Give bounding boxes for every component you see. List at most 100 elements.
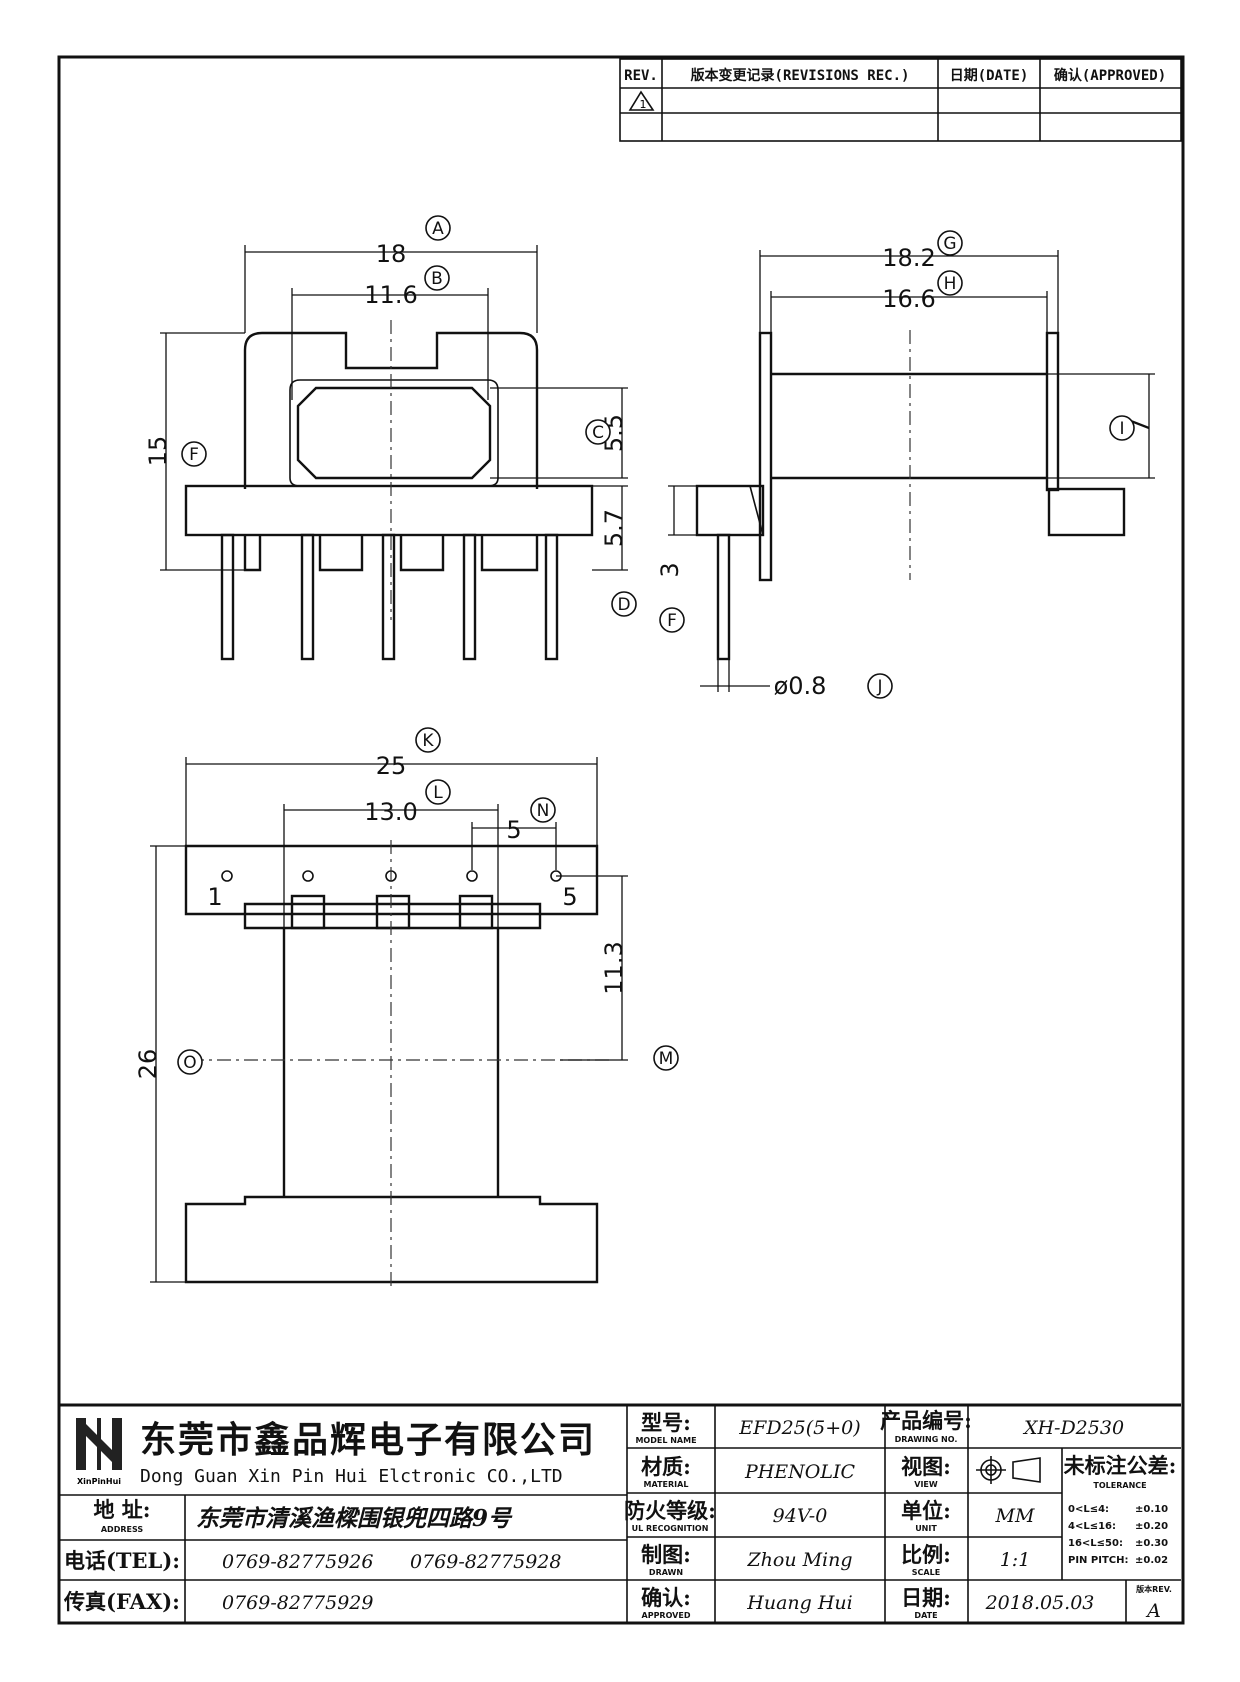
bottom-ledge [243, 902, 542, 930]
pin-hole [302, 870, 314, 882]
material-value: PHENOLIC [744, 1461, 856, 1483]
dim-width-h: 16.6 [882, 285, 935, 313]
revision-mark: 1 [640, 98, 647, 111]
approved-sub: APPROVED [642, 1611, 691, 1620]
scale-label: 比例: [901, 1542, 951, 1567]
unit-value: MM [995, 1505, 1035, 1527]
revision-table-frame [619, 58, 1182, 142]
company-logo [76, 1418, 122, 1470]
drawn-value: Zhou Ming [746, 1549, 852, 1571]
tel-label: 电话(TEL): [64, 1548, 180, 1573]
dim-width-a: 18 [376, 240, 407, 268]
model-value: EFD25(5+0) [738, 1417, 860, 1439]
front-window-shadow [289, 379, 499, 487]
side-flange-right [1045, 331, 1060, 492]
revision-approved-header: 确认(APPROVED) [1054, 67, 1166, 84]
revision-table: REV. 版本变更记录(REVISIONS REC.) 日期(DATE) 确认(… [619, 58, 1182, 142]
flame-label: 防火等级: [624, 1498, 716, 1523]
flame-sub: UL RECOGNITION [632, 1524, 709, 1533]
bottom-tab [458, 894, 494, 930]
drawing-no-sub: DRAWING NO. [895, 1435, 958, 1444]
drawn-sub: DRAWN [649, 1568, 683, 1577]
front-pin [220, 533, 235, 661]
view-sub: VIEW [914, 1480, 938, 1489]
revision-date-header: 日期(DATE) [950, 68, 1029, 84]
pin-hole [221, 870, 233, 882]
tolerance-sub: TOLERANCE [1093, 1481, 1146, 1490]
pin-hole [466, 870, 478, 882]
tel-value-2: 0769-82775928 [410, 1551, 561, 1573]
date-label: 日期: [901, 1585, 951, 1610]
address-label: 地 址: [93, 1497, 150, 1522]
front-pin [544, 533, 559, 661]
tolerance-value: ±0.02 [1135, 1555, 1168, 1566]
drawing-no-label: 产品编号: [880, 1408, 972, 1433]
dim-pin-length: 3 [656, 562, 684, 577]
callout-c: C [592, 423, 604, 443]
callout-n: N [537, 801, 550, 821]
unit-label: 单位: [901, 1498, 951, 1523]
approved-value: Huang Hui [746, 1592, 852, 1614]
dim-base-d: 5.7 [600, 509, 628, 547]
tolerance-value: ±0.20 [1135, 1521, 1168, 1532]
model-sub: MODEL NAME [635, 1436, 696, 1445]
dim-width-k: 25 [376, 752, 407, 780]
side-flange-left [758, 331, 773, 582]
dim-width-b: 11.6 [364, 281, 417, 309]
tolerance-table: 0<L≤4: ±0.10 4<L≤16: ±0.20 16<L≤50: ±0.3… [1068, 1504, 1168, 1566]
pin-1-label: 1 [207, 883, 222, 911]
pin-5-label: 5 [562, 883, 577, 911]
model-label: 型号: [641, 1410, 691, 1435]
dim-width-l: 13.0 [364, 798, 417, 826]
revision-triangle-icon [628, 90, 655, 111]
company-name-cn: 东莞市鑫品辉电子有限公司 [140, 1419, 596, 1461]
flame-value: 94V-0 [773, 1505, 828, 1527]
fax-value: 0769-82775929 [222, 1592, 373, 1614]
front-pins [220, 533, 559, 661]
material-sub: MATERIAL [644, 1480, 689, 1489]
bottom-top-flange [184, 844, 599, 916]
bottom-base-flange [184, 1195, 599, 1284]
front-stubs [243, 535, 539, 572]
callout-k: K [422, 731, 434, 751]
front-pin [462, 533, 477, 661]
dim-offset-m: 11.3 [600, 941, 628, 994]
callout-b: B [431, 269, 443, 289]
projection-symbol-icon [976, 1456, 1041, 1484]
date-value: 2018.05.03 [985, 1592, 1095, 1614]
tolerance-range: 4<L≤16: [1068, 1521, 1116, 1532]
bottom-tab [290, 894, 326, 930]
bottom-tab [375, 894, 411, 930]
side-base-right [1047, 487, 1126, 537]
front-base [184, 484, 594, 537]
dim-length-o: 26 [134, 1049, 162, 1080]
callout-a: A [432, 219, 444, 239]
logo-text: XinPinHui [77, 1477, 121, 1486]
view-label: 视图: [901, 1454, 951, 1479]
callout-f: F [189, 445, 199, 465]
tolerance-value: ±0.30 [1135, 1538, 1168, 1549]
tolerance-range: 16<L≤50: [1068, 1538, 1123, 1549]
callout-j: J [876, 677, 882, 697]
tel-value-1: 0769-82775926 [222, 1551, 373, 1573]
callout-i: I [1119, 419, 1124, 439]
front-window [296, 386, 492, 480]
drawing-no-value: XH-D2530 [1022, 1417, 1124, 1439]
address-sub: ADDRESS [101, 1525, 144, 1534]
tolerance-label: 未标注公差: [1064, 1453, 1177, 1478]
dim-width-g: 18.2 [882, 244, 935, 272]
rev-label: 版本REV. [1135, 1584, 1172, 1594]
scale-sub: SCALE [912, 1568, 940, 1577]
front-view: 18 A 11.6 B 15 F 5.5 C 5.7 D [144, 215, 637, 661]
tolerance-range: 0<L≤4: [1068, 1504, 1109, 1515]
approved-label: 确认: [641, 1585, 691, 1610]
material-label: 材质: [641, 1454, 691, 1479]
dim-pin-diameter: ø0.8 [774, 672, 827, 700]
scale-value: 1:1 [1000, 1549, 1031, 1571]
side-base-left [695, 484, 765, 537]
bottom-pin-holes [221, 870, 562, 882]
unit-sub: UNIT [915, 1524, 937, 1533]
revision-record-header: 版本变更记录(REVISIONS REC.) [691, 67, 910, 84]
fax-label: 传真(FAX): [63, 1589, 180, 1614]
tolerance-value: ±0.10 [1135, 1504, 1168, 1515]
